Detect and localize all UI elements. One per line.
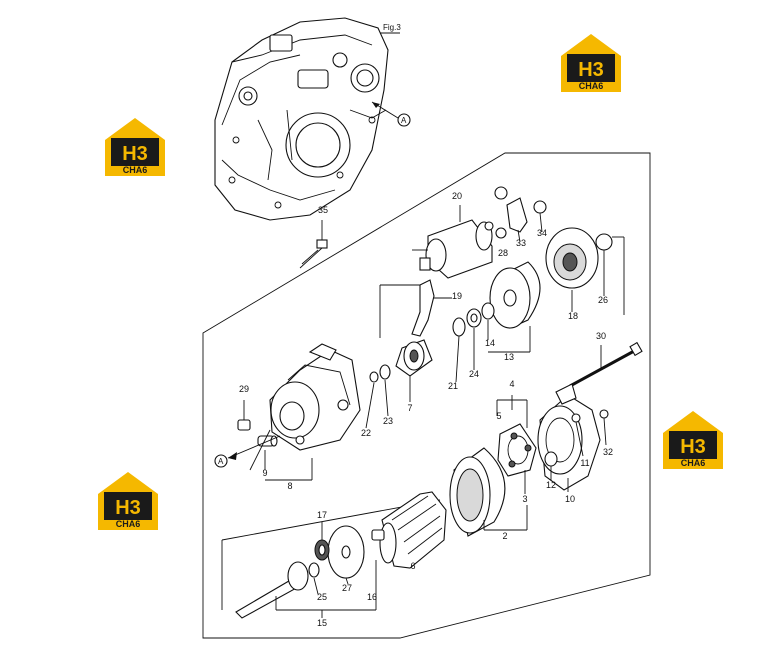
part-label-5: 5 xyxy=(496,411,501,421)
part-label-7: 7 xyxy=(407,403,412,413)
part-label-19: 19 xyxy=(452,291,462,301)
yoke-assembly xyxy=(449,447,528,537)
pinion-gear xyxy=(365,339,433,429)
part-label-22: 22 xyxy=(361,428,371,438)
watermark-logo-2: H3 CHA6 xyxy=(105,118,165,176)
drive-end-housing xyxy=(257,343,361,451)
part-label-35: 35 xyxy=(318,205,328,215)
watermark-logo-1: H3 CHA6 xyxy=(561,34,621,92)
part-label-24: 24 xyxy=(469,369,479,379)
part-label-23: 23 xyxy=(383,416,393,426)
gear-17 xyxy=(314,522,330,561)
nut-28-and-bracket-33 xyxy=(494,186,547,243)
part-label-34: 34 xyxy=(537,228,547,238)
part-label-10: 10 xyxy=(565,494,575,504)
part-label-16: 16 xyxy=(367,592,377,602)
part-label-28: 28 xyxy=(498,248,508,258)
rear-bearing-cover xyxy=(545,227,613,312)
logo-main-text: H3 xyxy=(115,497,141,519)
part-label-8: 8 xyxy=(287,481,292,491)
logo-main-text: H3 xyxy=(122,143,148,165)
part-label-13: 13 xyxy=(504,352,514,362)
shift-lever xyxy=(411,279,452,337)
arrow-a-bottom-label: A xyxy=(218,457,224,466)
logo-sub-text: CHA6 xyxy=(116,519,141,529)
logo-sub-text: CHA6 xyxy=(579,81,604,91)
part-label-25: 25 xyxy=(317,592,327,602)
watermark-logo-3: H3 CHA6 xyxy=(663,411,723,469)
nut-29 xyxy=(237,400,251,431)
drive-plate-27 xyxy=(327,525,365,585)
part-label-27: 27 xyxy=(342,583,352,593)
arrow-a-top-label: A xyxy=(401,116,407,125)
arrow-a-bottom-icon xyxy=(214,454,228,468)
part-label-33: 33 xyxy=(516,238,526,248)
part-label-21: 21 xyxy=(448,381,458,391)
part-label-26: 26 xyxy=(598,295,608,305)
logo-main-text: H3 xyxy=(578,59,604,81)
parts-frame xyxy=(202,152,651,639)
planetary-gear-housing xyxy=(452,261,541,383)
part-label-30: 30 xyxy=(596,331,606,341)
part-label-9: 9 xyxy=(262,468,267,478)
flywheel-housing xyxy=(214,17,389,221)
part-label-20: 20 xyxy=(452,191,462,201)
part-label-14: 14 xyxy=(485,338,495,348)
part-labels: 3520283334261918301413212445722232998321… xyxy=(239,191,613,628)
solenoid-switch xyxy=(412,205,494,279)
bolt-35 xyxy=(299,220,328,269)
through-bolt xyxy=(569,341,643,388)
part-label-6: 6 xyxy=(410,561,415,571)
part-label-17: 17 xyxy=(317,510,327,520)
part-label-4: 4 xyxy=(509,379,514,389)
part-label-11: 11 xyxy=(580,458,589,468)
brush-holder xyxy=(496,395,537,494)
part-label-3: 3 xyxy=(522,494,527,504)
logo-sub-text: CHA6 xyxy=(123,165,148,175)
rear-end-cover xyxy=(537,383,609,492)
part-label-29: 29 xyxy=(239,384,249,394)
part-label-15: 15 xyxy=(317,618,327,628)
part-label-18: 18 xyxy=(568,311,578,321)
part-label-32: 32 xyxy=(603,447,613,457)
shaft-15 xyxy=(235,560,377,619)
arrow-a-top-icon xyxy=(397,113,411,127)
part-label-12: 12 xyxy=(546,480,556,490)
armature xyxy=(371,491,447,569)
logo-main-text: H3 xyxy=(680,436,706,458)
logo-sub-text: CHA6 xyxy=(681,458,706,468)
part-label-2: 2 xyxy=(502,531,507,541)
figure-ref: Fig.3 xyxy=(383,23,401,32)
watermark-logo-4: H3 CHA6 xyxy=(98,472,158,530)
